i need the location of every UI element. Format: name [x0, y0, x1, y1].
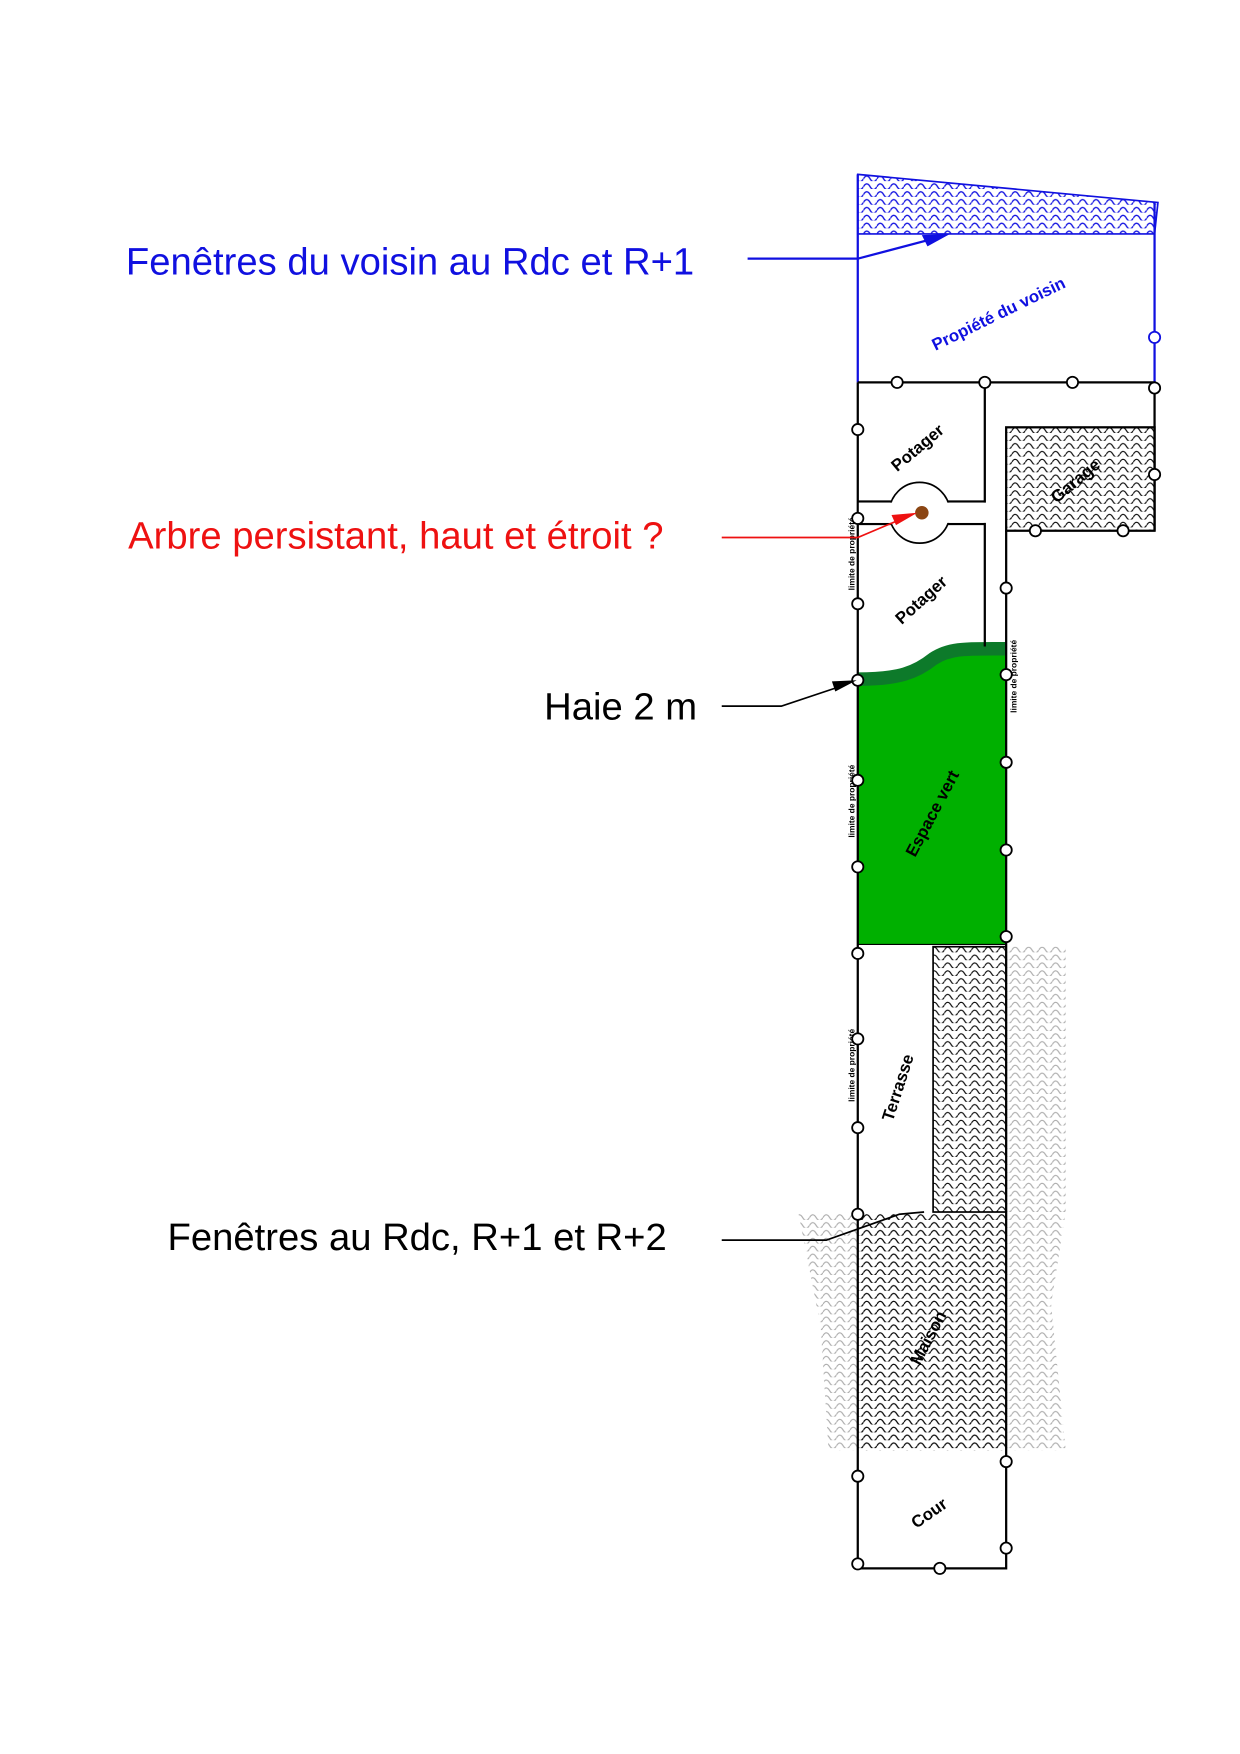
tree-icon [915, 506, 929, 520]
own-windows-annotation: Fenêtres au Rdc, R+1 et R+2 [168, 1216, 667, 1259]
neighbor-building-hatch [856, 173, 1159, 235]
arrowhead-icon [921, 233, 950, 247]
property-lines [856, 381, 1156, 1570]
terrace-neighbor-building [1006, 946, 1066, 1213]
hedge [857, 642, 1007, 686]
terrace-wall-hatch [932, 945, 1008, 1213]
terrace-label: Terrasse [878, 1052, 917, 1124]
neighbor-windows-leader [747, 236, 939, 260]
neighbor-property-label: Propiété du voisin [929, 273, 1069, 354]
yard-label: Cour [908, 1494, 951, 1532]
boundary-node [1148, 330, 1162, 344]
garage [1005, 426, 1156, 532]
boundary-label: limite de propriété [846, 764, 856, 837]
boundary-label: limite de propriété [846, 1029, 856, 1102]
tree-leader [721, 515, 909, 539]
boundary-label: limite de propriété [1008, 640, 1018, 713]
boundary-nodes [851, 375, 1162, 1575]
neighbor-windows-annotation: Fenêtres du voisin au Rdc et R+1 [126, 240, 694, 283]
house [857, 1212, 1007, 1451]
green-space [857, 648, 1007, 945]
arrowhead-icon [891, 512, 918, 526]
hedge-annotation: Haie 2 m [544, 686, 697, 729]
arrowhead-icon [831, 680, 857, 692]
tree-annotation: Arbre persistant, haut et étroit ? [128, 515, 663, 558]
vegetable-garden-1-label: Potager [887, 420, 948, 475]
hedge-leader [721, 683, 846, 707]
neighbor-property: Propiété du voisin [856, 173, 1162, 383]
vegetable-garden-2-label: Potager [892, 572, 952, 628]
own-windows-leader [721, 1211, 925, 1241]
boundary-label: limite de propriété [846, 517, 856, 590]
